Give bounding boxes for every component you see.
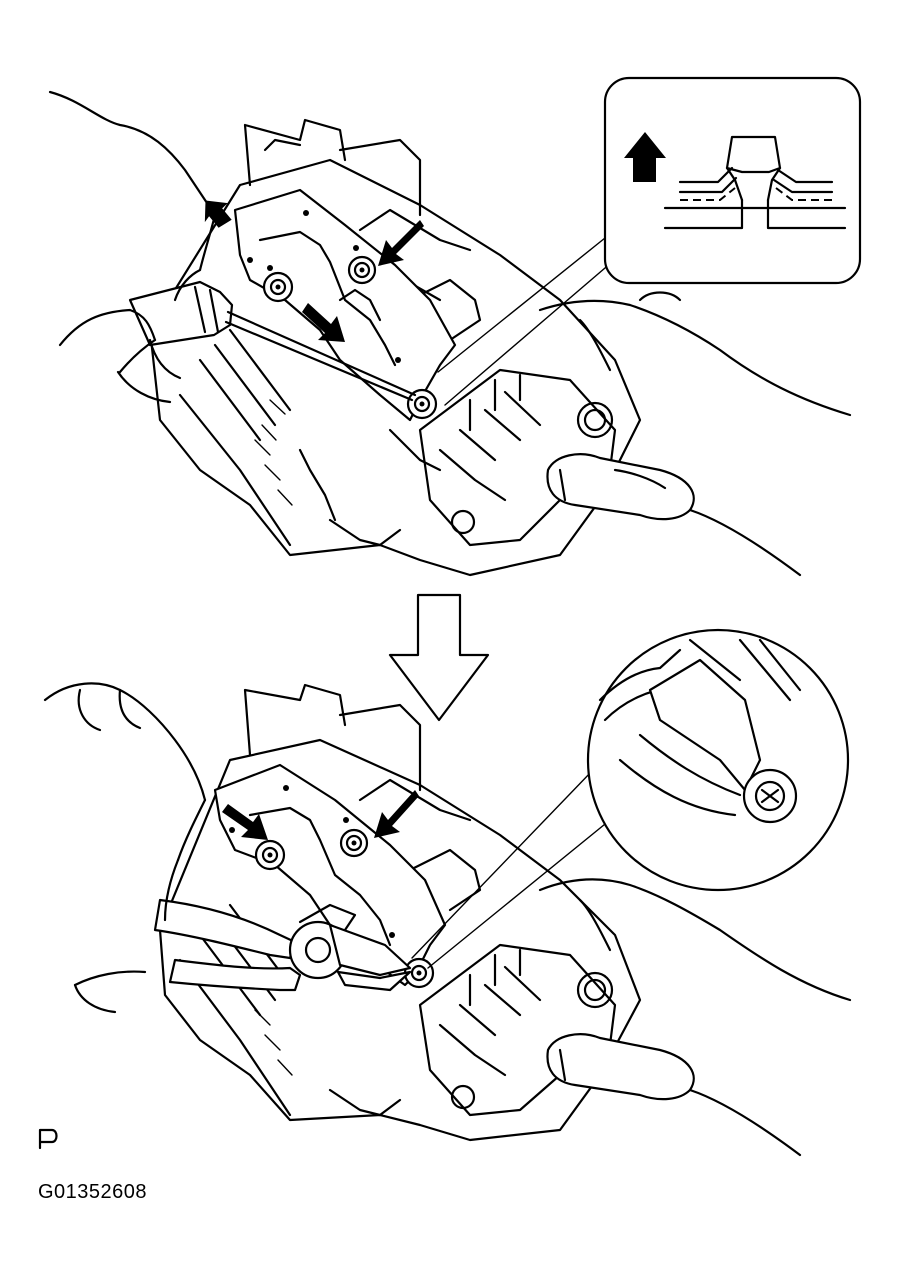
top-right-hand xyxy=(538,291,852,577)
bottom-callout-leader-a xyxy=(411,769,594,959)
top-step-panel xyxy=(48,76,862,577)
top-left-hand xyxy=(48,90,217,404)
bottom-callout-leader-b xyxy=(427,819,611,969)
top-screw-b xyxy=(347,255,377,285)
inset-up-arrow-icon xyxy=(624,132,666,182)
bottom-screw-a xyxy=(254,839,286,871)
screwdriver-icon xyxy=(128,280,417,402)
top-screw-a xyxy=(262,271,294,303)
pliers-icon xyxy=(153,898,412,992)
top-detail-inset xyxy=(603,76,862,285)
p-symbol-icon xyxy=(38,1128,58,1150)
top-screw-c xyxy=(406,388,438,420)
transition-down-arrow-icon xyxy=(388,593,490,722)
push-direction-arrow-icon xyxy=(302,220,424,342)
bottom-push-arrow-icon xyxy=(222,790,419,840)
figure-id-label: G01352608 xyxy=(38,1181,148,1203)
bottom-step-panel xyxy=(43,628,852,1157)
bottom-screw-b xyxy=(339,828,369,858)
detail-magnifier-icon xyxy=(586,628,850,892)
pull-up-arrow-icon xyxy=(204,200,232,228)
top-callout-leader-a xyxy=(437,237,606,373)
bottom-left-hand xyxy=(43,682,207,1014)
top-callout-leader-b xyxy=(444,261,613,406)
bottom-right-hand xyxy=(538,878,852,1157)
bottom-screw-c xyxy=(403,957,435,989)
